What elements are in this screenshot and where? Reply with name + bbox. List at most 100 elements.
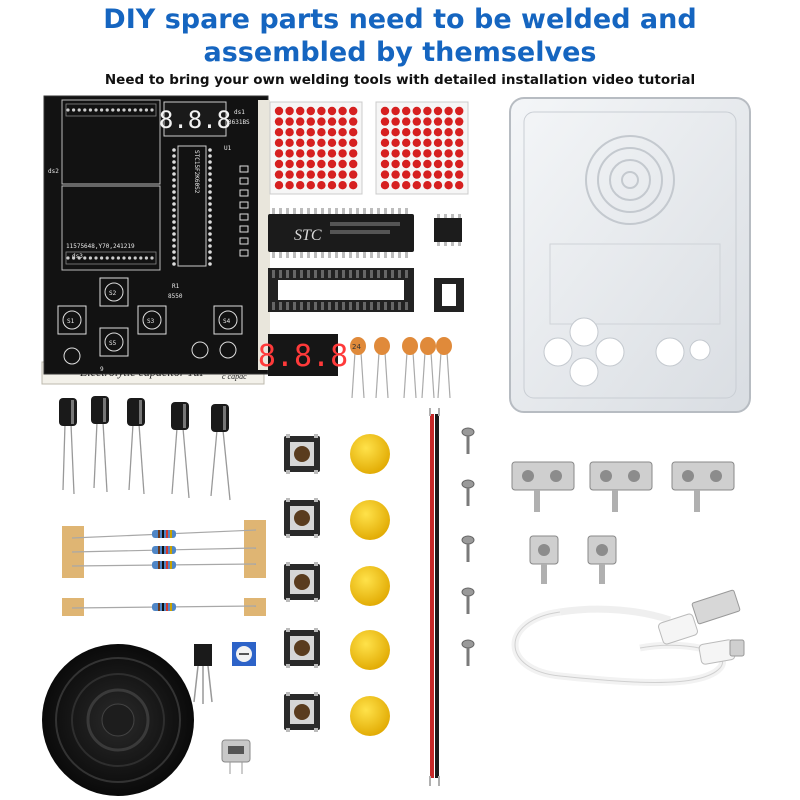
ic-socket-large (268, 268, 414, 312)
transistor (193, 644, 213, 704)
pcb-pad (208, 250, 212, 254)
led-dot (391, 181, 400, 190)
led-dot (402, 181, 411, 190)
switch-leg (314, 664, 318, 668)
led-dot (412, 128, 421, 137)
cap-lead (70, 423, 75, 495)
pcb-pad (208, 184, 212, 188)
pcb-pad (172, 202, 176, 206)
cap-lead (102, 421, 108, 493)
pcb-pad (172, 190, 176, 194)
chip-pin (293, 252, 296, 258)
socket-pin (391, 270, 394, 278)
pcb-pad (208, 172, 212, 176)
pcb-pad (208, 202, 212, 206)
led-dot (306, 128, 315, 137)
led-dot (338, 128, 347, 137)
led-dot (285, 138, 294, 147)
led-dot (455, 149, 464, 158)
led-dot (274, 181, 284, 190)
pcb-pad (77, 256, 81, 260)
socket-pin (328, 302, 331, 310)
socket-pin (307, 270, 310, 278)
pcb-pad (208, 238, 212, 242)
cap-lead (351, 351, 356, 399)
switch-leg (314, 534, 318, 538)
led-dot (349, 106, 358, 116)
resistor-band (166, 546, 168, 554)
pcb-pad (239, 201, 249, 209)
pcb-label-9: 9 (100, 366, 104, 373)
pcb-pad (172, 160, 176, 164)
chip-pin (398, 208, 401, 214)
led-dot (412, 170, 421, 179)
led-matrix-right (375, 101, 469, 195)
yellow-button-cap (350, 500, 390, 540)
socket-pin (370, 270, 373, 278)
contact-rivet (550, 470, 562, 482)
pcb-pad (172, 208, 176, 212)
led-dot (296, 128, 305, 137)
chip-pin (377, 252, 380, 258)
pcb-label-r1: R1 (172, 283, 180, 290)
led-matrix-left (269, 101, 363, 195)
cap-lead (138, 423, 145, 495)
resistor-band (158, 530, 160, 538)
led-dot (412, 181, 421, 190)
led-dot (423, 128, 432, 137)
led-dot (338, 170, 347, 179)
chip-pin (370, 252, 373, 258)
chip-pin (272, 208, 275, 214)
resistor-band (166, 530, 168, 538)
led-dot (380, 170, 390, 179)
contact-rivet (600, 470, 612, 482)
socket-pin (405, 270, 408, 278)
socket-pin (307, 302, 310, 310)
led-dot (327, 128, 337, 137)
switch-leg (314, 598, 318, 602)
socket-pin (384, 302, 387, 310)
pcb-pad (111, 256, 115, 260)
led-dot (338, 117, 347, 126)
led-dot (444, 128, 453, 137)
contact-tab (541, 564, 547, 584)
ic-pin (451, 214, 454, 218)
screw-head (461, 587, 475, 597)
pcb-pad (139, 108, 143, 112)
cap-lead (421, 351, 426, 399)
pcb-pad (172, 220, 176, 224)
battery-contact (589, 461, 653, 491)
pcb-label-s2: S2 (109, 290, 117, 297)
led-dot (433, 117, 443, 126)
tactile-switches (284, 434, 320, 732)
contact-rivet (522, 470, 534, 482)
led-dot (349, 181, 358, 190)
clear-acrylic-case (509, 97, 751, 413)
led-dot (274, 170, 284, 179)
contact-rivet (628, 470, 640, 482)
led-dot (402, 159, 411, 169)
led-dot (391, 159, 400, 169)
led-dot (274, 138, 284, 147)
chip-pin (356, 208, 359, 214)
speaker (42, 644, 194, 796)
capacitor-stripe (223, 406, 226, 430)
led-dot (349, 128, 358, 137)
ic-pin (437, 214, 440, 218)
cap-lead (384, 351, 389, 399)
led-dot (317, 138, 326, 147)
led-dot (391, 170, 400, 179)
pcb-pad (239, 225, 249, 233)
led-dot (402, 117, 411, 126)
led-dot (380, 149, 390, 158)
contact-rivet (682, 470, 694, 482)
led-dot (285, 170, 294, 179)
chip-pin (349, 252, 352, 258)
led-dot (338, 159, 347, 169)
led-dot (444, 117, 453, 126)
resistor-band (162, 603, 164, 611)
socket-pin (300, 270, 303, 278)
socket-pin (272, 302, 275, 310)
led-dot (455, 106, 464, 116)
pcb-pad (133, 108, 137, 112)
